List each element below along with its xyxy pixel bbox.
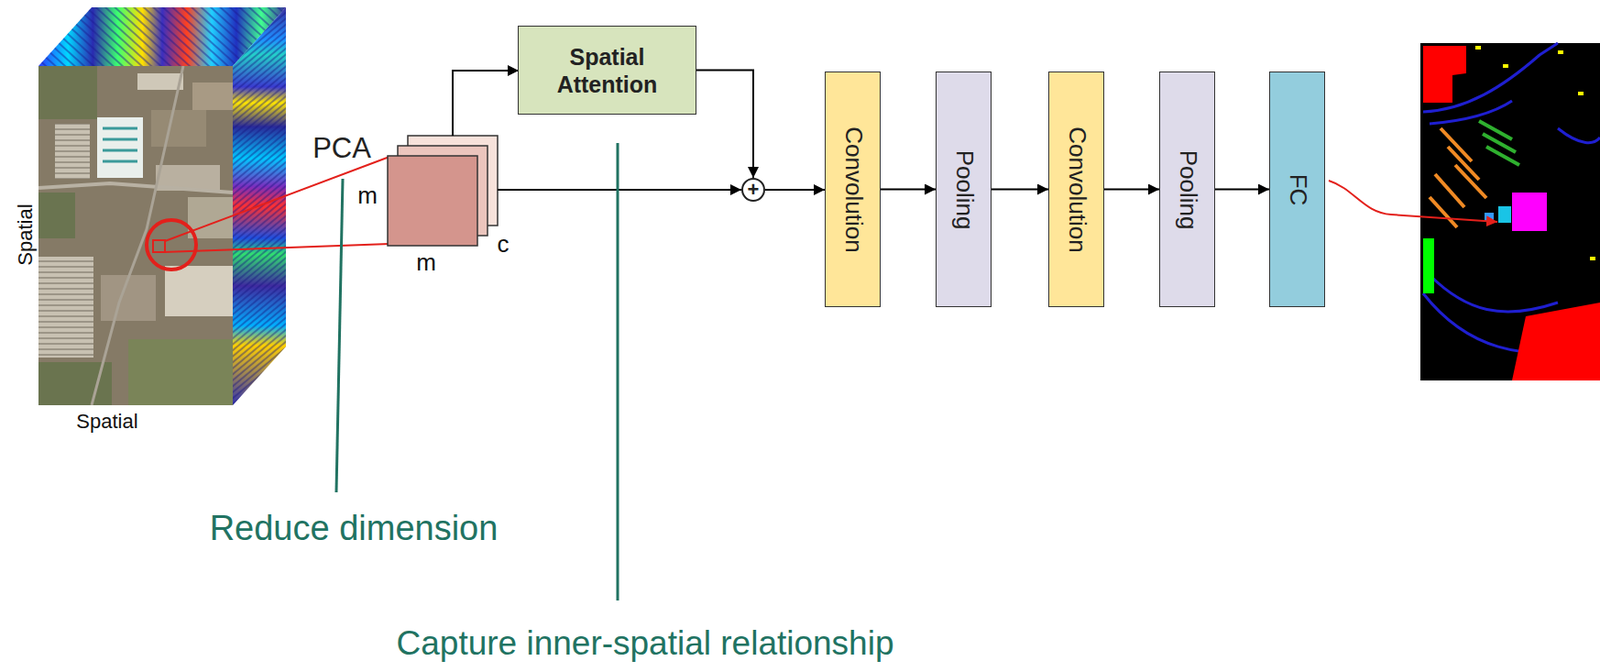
- node-label: FC: [1282, 173, 1312, 206]
- building: [192, 82, 233, 110]
- convolution-layer: Convolution: [1048, 71, 1105, 307]
- axis-label: Spatial: [76, 409, 138, 433]
- class-dot: [1475, 45, 1481, 50]
- node-label: Spatial Attention: [524, 43, 691, 99]
- dimension-label: m: [357, 182, 378, 210]
- callout-line: [336, 178, 343, 493]
- class-region: [1423, 45, 1467, 103]
- patch-leader: [163, 243, 390, 253]
- road: [38, 183, 233, 193]
- class-road: [1429, 274, 1558, 312]
- pooling-layer: Pooling: [1159, 71, 1216, 307]
- roof-stripe: [102, 127, 138, 131]
- patch-leader: [164, 156, 390, 242]
- building: [97, 117, 143, 178]
- node-label: Pooling: [1172, 149, 1202, 230]
- focus-circle: [146, 219, 197, 270]
- class-region: [1498, 206, 1512, 223]
- flow-arrow: [1104, 188, 1160, 191]
- aerial-image: [38, 65, 233, 406]
- attention-box: Spatial Attention: [517, 25, 697, 115]
- building: [137, 73, 184, 90]
- building: [164, 265, 233, 317]
- class-stripe: [1429, 197, 1458, 228]
- sum-node: +: [741, 177, 766, 202]
- output-pointer: [1328, 180, 1498, 222]
- sum-circle: [741, 177, 766, 202]
- field: [128, 339, 233, 406]
- callout-note: Capture inner-spatial relationship: [396, 624, 895, 664]
- step-label: PCA: [312, 131, 372, 165]
- wire: [497, 188, 742, 191]
- trees: [38, 192, 76, 239]
- axis-label: Spatial: [13, 203, 37, 265]
- trees: [38, 65, 98, 120]
- classification-map: [1420, 43, 1600, 381]
- dimension-label: m: [416, 249, 437, 277]
- class-stripe: [1486, 146, 1520, 165]
- class-region: [1512, 302, 1600, 381]
- class-road: [1423, 43, 1558, 112]
- class-road: [1429, 100, 1513, 124]
- roof-stripe: [102, 160, 138, 164]
- node-label: Convolution: [1062, 126, 1091, 253]
- class-dot: [1502, 64, 1509, 68]
- roof-stripe: [102, 149, 138, 153]
- pooling-layer: Pooling: [935, 71, 992, 307]
- callout-note: Reduce dimension: [209, 508, 499, 549]
- patch-stack: [387, 135, 498, 246]
- flow-arrow: [991, 188, 1049, 191]
- class-dot: [1557, 50, 1564, 55]
- parking: [54, 123, 90, 179]
- node-label: Pooling: [949, 149, 978, 230]
- focus-patch: [153, 240, 165, 253]
- sum-outline: [742, 178, 765, 201]
- class-stripe: [1455, 164, 1487, 198]
- flow-arrow: [696, 70, 754, 179]
- parking: [38, 256, 94, 358]
- map-ground: [1420, 43, 1600, 381]
- flow-arrow: [880, 188, 936, 191]
- wire: [452, 70, 519, 136]
- class-dot: [1589, 256, 1596, 261]
- fc-layer: FC: [1269, 71, 1326, 307]
- dimension-label: c: [497, 230, 510, 259]
- hyperspectral-cube: [38, 7, 286, 406]
- ground: [38, 65, 233, 406]
- class-stripe: [1435, 174, 1465, 208]
- sum-symbol: +: [747, 179, 760, 200]
- node-label: Convolution: [838, 126, 867, 253]
- building: [151, 109, 207, 147]
- convolution-layer: Convolution: [824, 71, 881, 307]
- roof-stripe: [102, 138, 138, 142]
- road: [91, 65, 184, 406]
- class-region: [1512, 192, 1547, 231]
- class-road: [1557, 128, 1600, 143]
- callout-line: [616, 142, 620, 601]
- class-region: [1423, 238, 1435, 294]
- class-dot: [1578, 91, 1584, 96]
- patch-layer: [387, 155, 478, 246]
- flow-arrow: [765, 188, 825, 191]
- flow-arrow: [1215, 188, 1270, 191]
